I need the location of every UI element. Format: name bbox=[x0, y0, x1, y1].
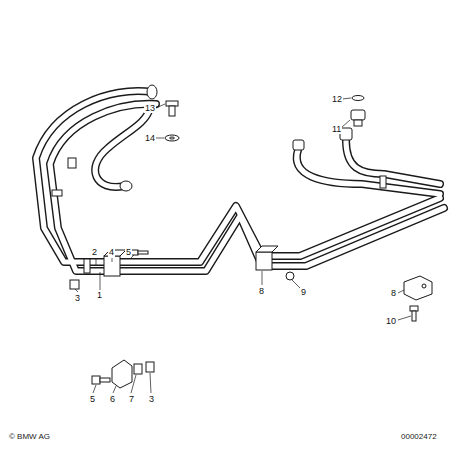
callout-number: 8 bbox=[390, 288, 397, 298]
callout-number: 10 bbox=[385, 316, 397, 326]
callout-number: 5 bbox=[125, 247, 132, 257]
copyright-note: © BMW AG bbox=[8, 432, 51, 442]
callout-number: 5 bbox=[89, 394, 96, 404]
callout-number: 6 bbox=[109, 394, 116, 404]
callout-number: 9 bbox=[300, 287, 307, 297]
callout-number: 4 bbox=[108, 247, 115, 257]
drawing-number: 00002472 bbox=[400, 432, 438, 442]
callout-number: 12 bbox=[331, 94, 343, 104]
callout-number: 2 bbox=[91, 247, 98, 257]
callout-number: 14 bbox=[144, 133, 156, 143]
callout-number: 3 bbox=[74, 293, 81, 303]
callout-number: 8 bbox=[258, 286, 265, 296]
callout-number: 7 bbox=[128, 394, 135, 404]
callout-number: 11 bbox=[331, 124, 342, 134]
callout-number: 3 bbox=[148, 394, 155, 404]
callout-number: 1 bbox=[96, 290, 103, 300]
callout-number: 13 bbox=[144, 103, 156, 113]
